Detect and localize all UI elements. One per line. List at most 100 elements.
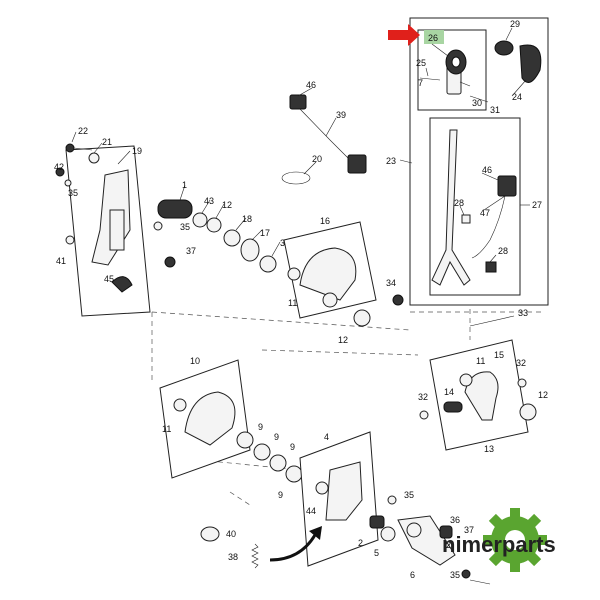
washer-part-21 xyxy=(88,152,100,164)
callout-7: 7 xyxy=(418,78,423,88)
callout-11a: 11 xyxy=(288,298,297,308)
washer-part-3 xyxy=(259,255,277,273)
callout-32b: 32 xyxy=(516,358,526,368)
washer-part-35a xyxy=(64,179,72,187)
callout-39: 39 xyxy=(336,110,346,120)
clip-part-28b xyxy=(485,261,497,273)
callout-27: 27 xyxy=(532,200,542,210)
callout-44: 44 xyxy=(306,506,316,516)
callout-labels: 26 29 25 7 24 30 31 23 27 46 47 28 28 34… xyxy=(54,19,548,580)
callout-2b: 2 xyxy=(446,540,451,550)
bracket-part-19 xyxy=(91,169,131,266)
callout-37b: 37 xyxy=(464,525,474,535)
callout-37a: 37 xyxy=(186,246,196,256)
washer-part-2b xyxy=(406,522,422,538)
bolt-part-37b xyxy=(469,579,491,585)
callout-24: 24 xyxy=(512,92,522,102)
callout-14: 14 xyxy=(444,387,454,397)
callout-4: 4 xyxy=(324,432,329,442)
washer-part-5 xyxy=(380,526,396,542)
callout-12a: 12 xyxy=(222,200,232,210)
bolt-part-22 xyxy=(65,143,93,153)
callout-32a: 32 xyxy=(418,392,428,402)
callout-36: 36 xyxy=(450,515,460,525)
washer-part-35b xyxy=(153,221,163,231)
callout-26-highlight xyxy=(424,30,444,44)
callout-47: 47 xyxy=(480,208,490,218)
callout-20: 20 xyxy=(312,154,322,164)
callout-18: 18 xyxy=(242,214,252,224)
callout-34: 34 xyxy=(386,278,396,288)
callout-41: 41 xyxy=(56,256,66,266)
washer-part-35c xyxy=(387,495,397,505)
nut-part-34 xyxy=(392,294,404,306)
callout-43: 43 xyxy=(204,196,214,206)
callout-11c: 11 xyxy=(162,424,171,434)
callout-29: 29 xyxy=(510,19,520,29)
callout-9a: 9 xyxy=(258,422,263,432)
callout-33: 33 xyxy=(518,308,528,318)
lever-bracket-part-13 xyxy=(459,371,499,421)
key-switch-part xyxy=(445,49,467,95)
watermark-text: nimerparts xyxy=(442,532,556,557)
curved-arrow-icon xyxy=(269,534,317,562)
callout-17: 17 xyxy=(260,228,270,238)
callout-30: 30 xyxy=(472,98,482,108)
callout-9d: 9 xyxy=(278,490,283,500)
callout-28a: 28 xyxy=(454,198,464,208)
bushing-part-17 xyxy=(240,238,260,262)
bushing-part-1 xyxy=(157,199,193,219)
washer-part-32b xyxy=(517,378,527,388)
callout-46b: 46 xyxy=(482,165,492,175)
callout-9c: 9 xyxy=(290,442,295,452)
washer-part-18 xyxy=(223,229,241,247)
red-arrow-icon xyxy=(388,24,420,46)
bolt-part-37a xyxy=(164,256,176,268)
bolt-part-33 xyxy=(469,315,515,327)
nut-part-35d xyxy=(461,569,471,579)
harness-part-39 xyxy=(289,94,367,174)
callout-16: 16 xyxy=(320,216,330,226)
callout-5: 5 xyxy=(374,548,379,558)
washer-part-12c xyxy=(519,403,537,421)
callout-46a: 46 xyxy=(306,80,316,90)
callout-35c: 35 xyxy=(404,490,414,500)
callout-35b: 35 xyxy=(180,222,190,232)
cam-plate-part-16 xyxy=(287,247,357,308)
callout-9b: 9 xyxy=(274,432,279,442)
arrow-head-icon xyxy=(309,526,322,540)
bushing-part-14 xyxy=(443,401,463,413)
washer-part-32a xyxy=(419,410,429,420)
callout-23: 23 xyxy=(386,156,396,166)
callout-31: 31 xyxy=(490,105,500,115)
callout-1: 1 xyxy=(182,180,187,190)
pin-part-41 xyxy=(65,235,75,245)
callout-13: 13 xyxy=(484,444,494,454)
callout-21: 21 xyxy=(102,137,112,147)
leader-lines xyxy=(71,27,530,263)
callout-28b: 28 xyxy=(498,246,508,256)
callout-25: 25 xyxy=(416,58,426,68)
cam-part-4 xyxy=(315,461,363,521)
callout-10: 10 xyxy=(190,356,200,366)
bushing-part-36 xyxy=(439,525,453,539)
callout-45: 45 xyxy=(104,274,114,284)
washer-part-12b xyxy=(353,309,371,327)
washers-part-9 xyxy=(236,431,303,483)
spring-part-38 xyxy=(251,543,259,569)
callout-19: 19 xyxy=(132,146,142,156)
callout-42: 42 xyxy=(54,162,64,172)
cam-plate-part-10 xyxy=(173,391,236,446)
callout-6: 6 xyxy=(410,570,415,580)
callout-35d: 35 xyxy=(450,570,460,580)
callout-3: 3 xyxy=(280,238,285,248)
callout-38: 38 xyxy=(228,552,238,562)
callout-22: 22 xyxy=(78,126,88,136)
spring-clip-part-45 xyxy=(111,276,133,293)
callout-26: 26 xyxy=(428,33,438,43)
nut-part-42 xyxy=(55,167,65,177)
callout-35a: 35 xyxy=(68,188,78,198)
knob-part-29 xyxy=(494,40,514,56)
callout-40: 40 xyxy=(226,529,236,539)
